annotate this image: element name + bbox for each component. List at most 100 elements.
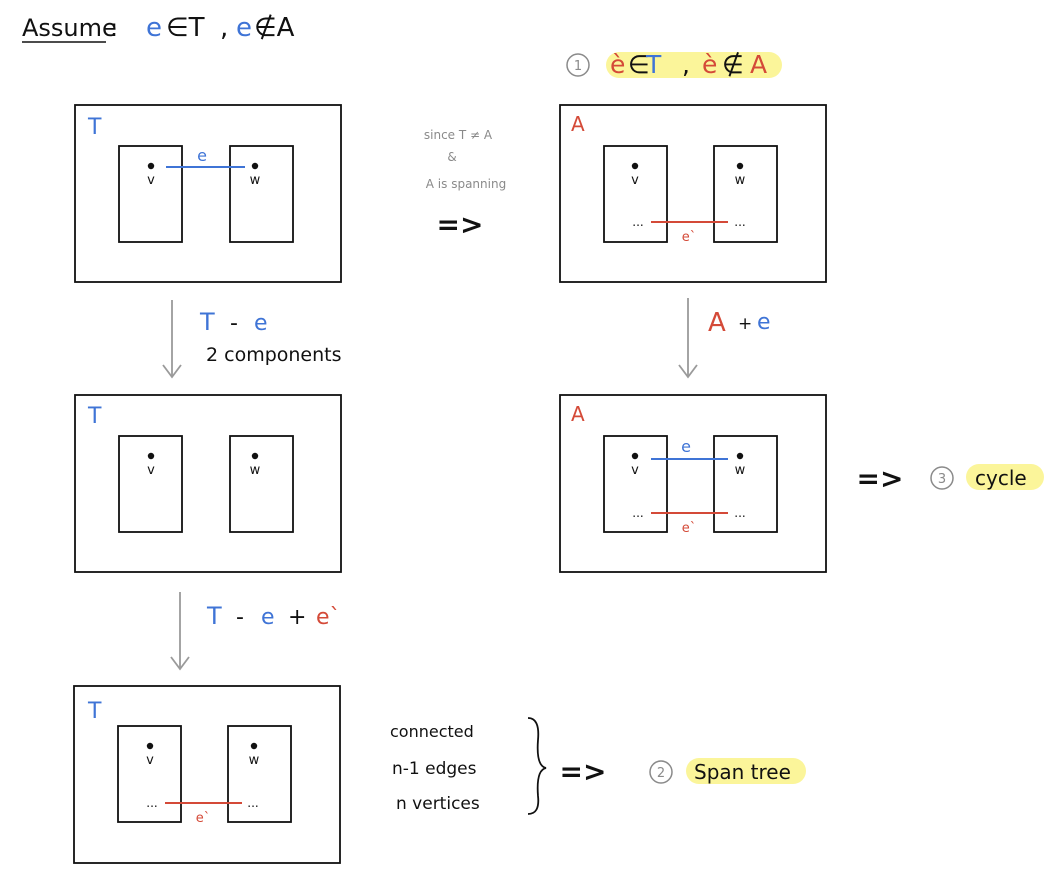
component-left (603, 435, 668, 533)
step3-number: 3 (938, 472, 946, 487)
op-minus: - (236, 605, 244, 630)
edge-e-label: e (681, 437, 691, 456)
since-line1: since T ≠ A (424, 128, 493, 142)
vertex-w-label: w (735, 173, 746, 188)
op-plus: + (288, 605, 306, 630)
assumption-header: Assume : e ∈T , e ∉A (22, 13, 295, 43)
assume-label: Assume (22, 14, 117, 42)
vertex-w (736, 162, 744, 170)
component-left (118, 145, 183, 243)
assume-notin-A: ∉A (254, 13, 295, 43)
step1-number-circle (566, 53, 590, 77)
graph-frame (74, 104, 342, 283)
dots-left: ... (632, 215, 643, 229)
graph-A-with-e-prime: A v w ... ... e` (559, 104, 827, 283)
assume-comma: , (220, 13, 228, 43)
vertex-v-label: v (147, 173, 155, 188)
vertex-w-label: w (249, 753, 260, 768)
op-plus: + (738, 314, 752, 334)
step1-e-prime-a: è (610, 50, 625, 79)
step1-T: T (645, 50, 662, 79)
implies-arrow: => (560, 755, 607, 788)
step2-text: Span tree (694, 760, 791, 784)
op-e-prime: e` (316, 605, 341, 630)
arrow-A-plus-e: A + e (678, 298, 771, 379)
graph-label-A: A (571, 112, 585, 136)
tree-T-minus-e-plus-e-prime: T v w ... ... e` (73, 685, 341, 864)
components-note: 2 components (206, 344, 342, 366)
graph-frame (559, 394, 827, 573)
arrow-T-minus-e: T - e 2 components (162, 300, 342, 379)
op-T: T (199, 308, 215, 336)
op-A: A (708, 308, 726, 338)
assume-e2: e (236, 13, 252, 43)
condition-vertices: n vertices (396, 794, 480, 814)
op-minus: - (230, 311, 238, 336)
edge-e-prime-label: e` (682, 230, 697, 245)
edge-e-prime-label: e` (196, 811, 211, 826)
vertex-w (251, 452, 259, 460)
step1-highlight (606, 52, 782, 78)
implies-arrow: => (857, 462, 904, 495)
condition-connected: connected (390, 722, 474, 741)
step2-highlight (686, 758, 806, 784)
step1-e-prime-b: è (702, 50, 717, 79)
vertex-v-label: v (631, 463, 639, 478)
down-arrow-head (162, 364, 182, 379)
down-arrow-head (170, 656, 190, 671)
graph-frame (74, 394, 342, 573)
step1-label: 1 è ∈ T , è ∉ A (566, 50, 782, 79)
vertex-v (147, 162, 155, 170)
vertex-w-label: w (250, 173, 261, 188)
op-e: e (757, 310, 771, 335)
vertex-v (631, 162, 639, 170)
op-e: e (261, 605, 275, 630)
component-right (713, 145, 778, 243)
op-e: e (254, 311, 268, 336)
arrow-T-minus-e-plus-e-prime: T - e + e` (170, 592, 341, 671)
since-implies-arrow: => (437, 208, 484, 241)
step2-number-circle (649, 760, 673, 784)
since-note: since T ≠ A & A is spanning => (424, 128, 506, 241)
tree-T-minus-e: T v w (74, 394, 342, 573)
component-left (603, 145, 668, 243)
dots-right: ... (734, 506, 745, 520)
step1-comma: , (682, 50, 690, 79)
component-left (117, 725, 182, 823)
edge-e-label: e (197, 146, 207, 165)
dots-right: ... (734, 215, 745, 229)
vertex-v (146, 742, 154, 750)
step1-number: 1 (574, 59, 582, 74)
step2-number: 2 (657, 766, 665, 781)
vertex-v (631, 452, 639, 460)
graph-frame (559, 104, 827, 283)
vertex-w-label: w (250, 463, 261, 478)
step3-highlight (966, 464, 1044, 490)
component-right (227, 725, 292, 823)
step1-notin: ∉ (722, 50, 744, 79)
down-arrow-head (678, 364, 698, 379)
curly-brace (527, 717, 547, 815)
tree-T-with-e: T v w e (74, 104, 342, 283)
vertex-v-label: v (147, 463, 155, 478)
assume-e1: e (146, 13, 162, 43)
step3-number-circle (930, 466, 954, 490)
graph-label-T: T (87, 699, 102, 724)
vertex-v-label: v (631, 173, 639, 188)
edge-e-prime-label: e` (682, 521, 697, 536)
dots-right: ... (247, 796, 258, 810)
condition-edges: n-1 edges (392, 759, 477, 779)
since-line3: A is spanning (426, 177, 506, 191)
component-right (229, 435, 294, 533)
vertex-w (250, 742, 258, 750)
dots-left: ... (632, 506, 643, 520)
step1-in: ∈ (628, 50, 650, 79)
graph-frame (73, 685, 341, 864)
vertex-v-label: v (146, 753, 154, 768)
vertex-v (147, 452, 155, 460)
component-right (229, 145, 294, 243)
assume-colon: : (110, 14, 118, 42)
component-right (713, 435, 778, 533)
step3-text: cycle (975, 466, 1027, 490)
